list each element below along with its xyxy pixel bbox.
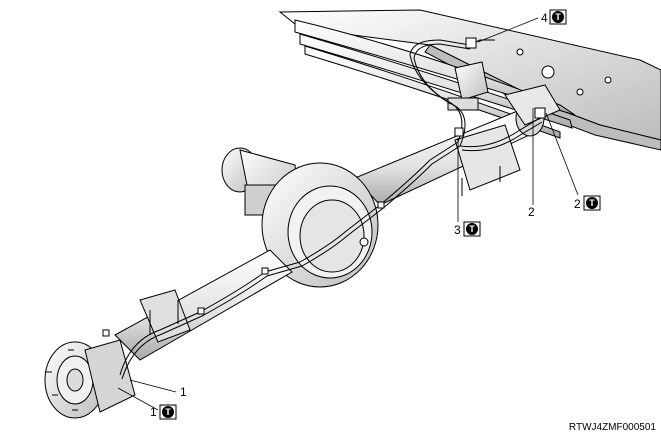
callout-3: 3 — [454, 223, 461, 237]
leaf-spring — [294, 19, 576, 139]
callout-2-left: 2 — [528, 205, 535, 219]
torque-mark-icon: T — [583, 195, 601, 211]
torque-mark-icon: T — [549, 9, 567, 25]
differential-housing — [261, 162, 379, 288]
brake-pipe — [119, 39, 543, 380]
svg-text:T: T — [469, 224, 475, 234]
leader-lines — [117, 17, 579, 411]
callout-2-right: 2 — [574, 197, 581, 211]
svg-text:T: T — [555, 12, 561, 22]
figure-code: RTWJ4ZMF000501 — [569, 422, 657, 433]
svg-text:T: T — [589, 198, 595, 208]
spring-seat-right — [454, 124, 521, 196]
svg-text:T: T — [165, 407, 171, 417]
axle-tube-left — [114, 249, 293, 361]
callout-1-upper: 1 — [180, 385, 187, 399]
callout-4: 4 — [541, 11, 548, 25]
torque-mark-icon: T — [159, 404, 177, 420]
spring-seat-left — [139, 289, 191, 343]
torque-mark-icon: T — [463, 221, 481, 237]
callout-1-lower: 1 — [150, 405, 157, 419]
left-wheel-hub — [44, 339, 136, 419]
pipe-clips — [102, 37, 546, 337]
